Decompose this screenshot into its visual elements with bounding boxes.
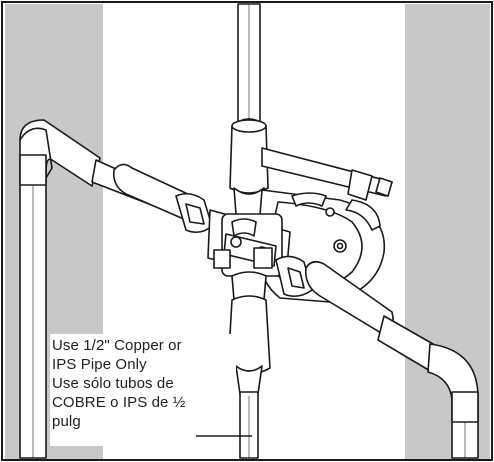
caption-english-line-2: IPS Pipe Only [52,356,147,373]
caption-spanish: Use sólo tubos de COBRE o IPS de ½ pulg [52,374,242,431]
mounting-bracket [261,147,393,197]
caption-spanish-line-1: Use sólo tubos de [52,375,174,392]
caption-spanish-line-2: COBRE o IPS de ½ [52,394,186,411]
caption-spanish-line-3: pulg [52,413,81,430]
caption-english: Use 1/2" Copper or IPS Pipe Only [52,336,242,374]
caption-english-line-1: Use 1/2" Copper or [52,337,182,354]
